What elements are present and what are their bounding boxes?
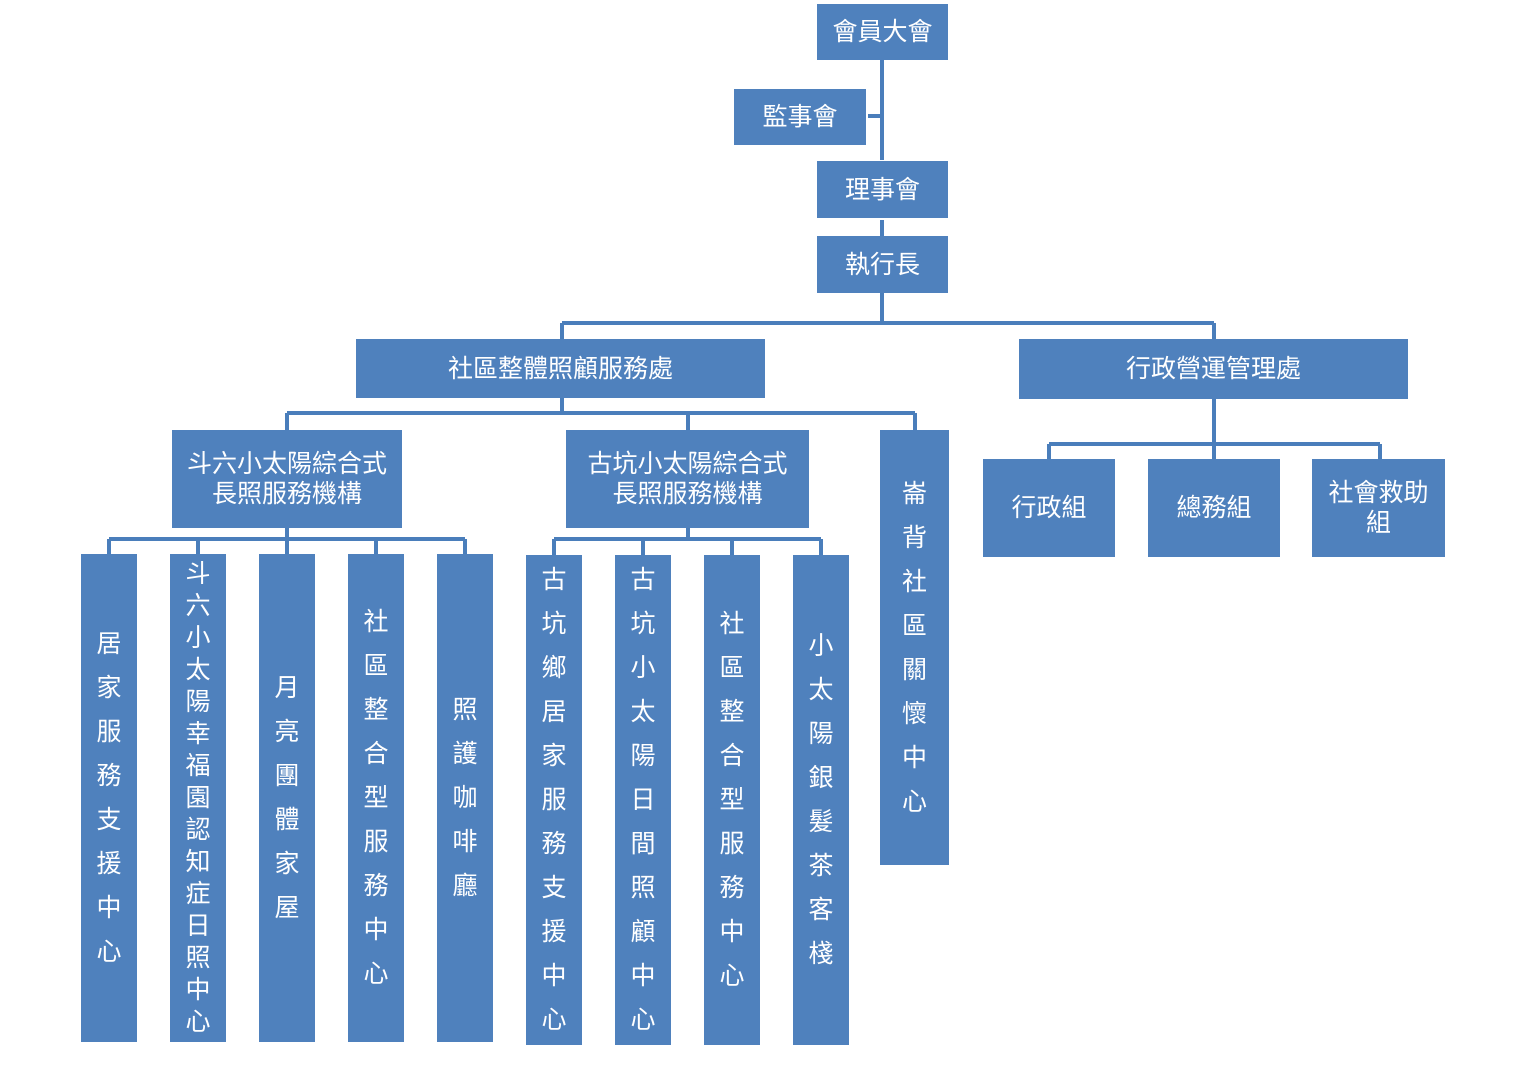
douliu-unit-label: 社區整合型服務中心: [363, 607, 389, 988]
douliu-unit-home-service: 居家服務支援中心: [81, 554, 137, 1042]
admin-group-label: 行政組: [1011, 493, 1087, 522]
admin-group-box: 行政組: [983, 459, 1115, 557]
general-assembly-label: 會員大會: [832, 17, 933, 46]
douliu-unit-label: 斗六小太陽幸福園認知症日照中心: [185, 559, 211, 1036]
supervisors-box: 監事會: [734, 89, 866, 145]
supervisors-label: 監事會: [762, 102, 838, 131]
board-label: 理事會: [844, 174, 920, 204]
general-assembly-box: 會員大會: [817, 4, 948, 60]
social-aid-group-label: 社會救助 組: [1328, 478, 1429, 537]
community-care-label: 社區整體照顧服務處: [447, 353, 673, 383]
admin-ops-box: 行政營運管理處: [1019, 339, 1408, 399]
ceo-box: 執行長: [817, 236, 948, 293]
douliu-unit-care-cafe: 照護咖啡廳: [437, 554, 493, 1042]
general-affairs-group-label: 總務組: [1176, 493, 1252, 522]
lunbei-center-box: 崙背社區關懷中心: [880, 430, 949, 865]
gukeng-unit-label: 古坑鄉居家服務支援中心: [541, 565, 567, 1034]
gukeng-unit-integrated-service: 社區整合型服務中心: [704, 555, 760, 1045]
general-affairs-group-box: 總務組: [1148, 459, 1280, 557]
gukeng-unit-daycare: 古坑小太陽日間照顧中心: [615, 555, 671, 1045]
douliu-unit-label: 照護咖啡廳: [452, 695, 478, 900]
douliu-unit-group-home: 月亮團體家屋: [259, 554, 315, 1042]
douliu-unit-label: 居家服務支援中心: [96, 629, 122, 966]
douliu-unit-integrated-service: 社區整合型服務中心: [348, 554, 404, 1042]
community-care-box: 社區整體照顧服務處: [356, 339, 765, 398]
gukeng-unit-tea-house: 小太陽銀髮茶客棧: [793, 555, 849, 1045]
douliu-agency-box: 斗六小太陽綜合式 長照服務機構: [172, 430, 402, 528]
douliu-unit-dementia-daycare: 斗六小太陽幸福園認知症日照中心: [170, 554, 226, 1042]
douliu-unit-label: 月亮團體家屋: [274, 673, 300, 922]
gukeng-agency-box: 古坑小太陽綜合式 長照服務機構: [566, 430, 809, 528]
gukeng-unit-label: 社區整合型服務中心: [719, 609, 745, 990]
gukeng-unit-label: 小太陽銀髮茶客棧: [808, 631, 834, 968]
gukeng-unit-home-service: 古坑鄉居家服務支援中心: [526, 555, 582, 1045]
social-aid-group-box: 社會救助 組: [1312, 459, 1445, 557]
board-box: 理事會: [817, 161, 948, 218]
lunbei-center-label: 崙背社區關懷中心: [901, 478, 927, 816]
douliu-agency-label: 斗六小太陽綜合式 長照服務機構: [186, 449, 387, 508]
admin-ops-label: 行政營運管理處: [1125, 354, 1301, 383]
ceo-label: 執行長: [844, 249, 920, 279]
gukeng-unit-label: 古坑小太陽日間照顧中心: [630, 565, 656, 1034]
gukeng-agency-label: 古坑小太陽綜合式 長照服務機構: [587, 449, 788, 508]
